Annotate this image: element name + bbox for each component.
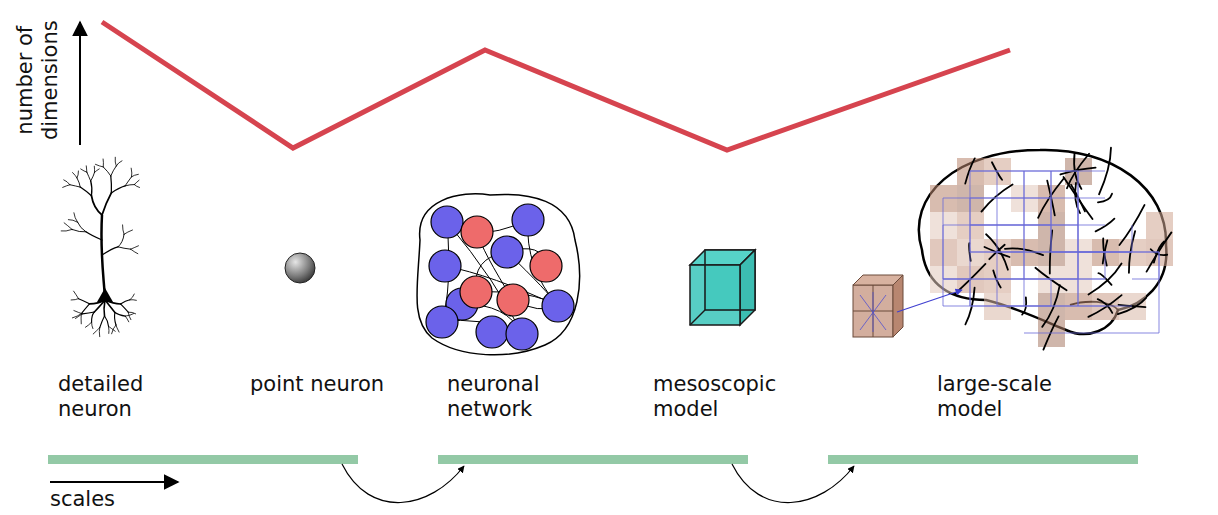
transition-arrow — [732, 464, 854, 503]
axis-label: number of dimensions — [13, 10, 63, 150]
detailed-neuron-icon — [61, 157, 139, 336]
scale-bar — [438, 455, 748, 464]
scale-label: point neuron — [250, 372, 390, 397]
transition-arrow — [342, 464, 464, 503]
connectome-lines — [943, 171, 1159, 333]
axis-label: scales — [50, 487, 170, 512]
scale-label: neuronal network — [447, 372, 597, 422]
scale-label: large-scale model — [937, 372, 1112, 422]
point-neuron-icon — [285, 253, 315, 283]
dimension-line — [102, 22, 1010, 150]
scale-label: detailed neuron — [58, 372, 198, 422]
scale-bar — [48, 455, 358, 464]
network-icon — [417, 194, 580, 355]
scale-axis-arrow — [50, 481, 178, 483]
axis-arrow — [79, 22, 81, 145]
brain-icon — [919, 150, 1167, 334]
patch-cube — [853, 275, 903, 337]
mesoscopic-cube — [690, 250, 755, 325]
brain-folds — [955, 148, 1172, 350]
zoom-arrow — [897, 290, 962, 312]
scale-label: mesoscopic model — [653, 372, 813, 422]
scale-bar — [828, 455, 1138, 464]
region-patches — [930, 158, 1173, 347]
